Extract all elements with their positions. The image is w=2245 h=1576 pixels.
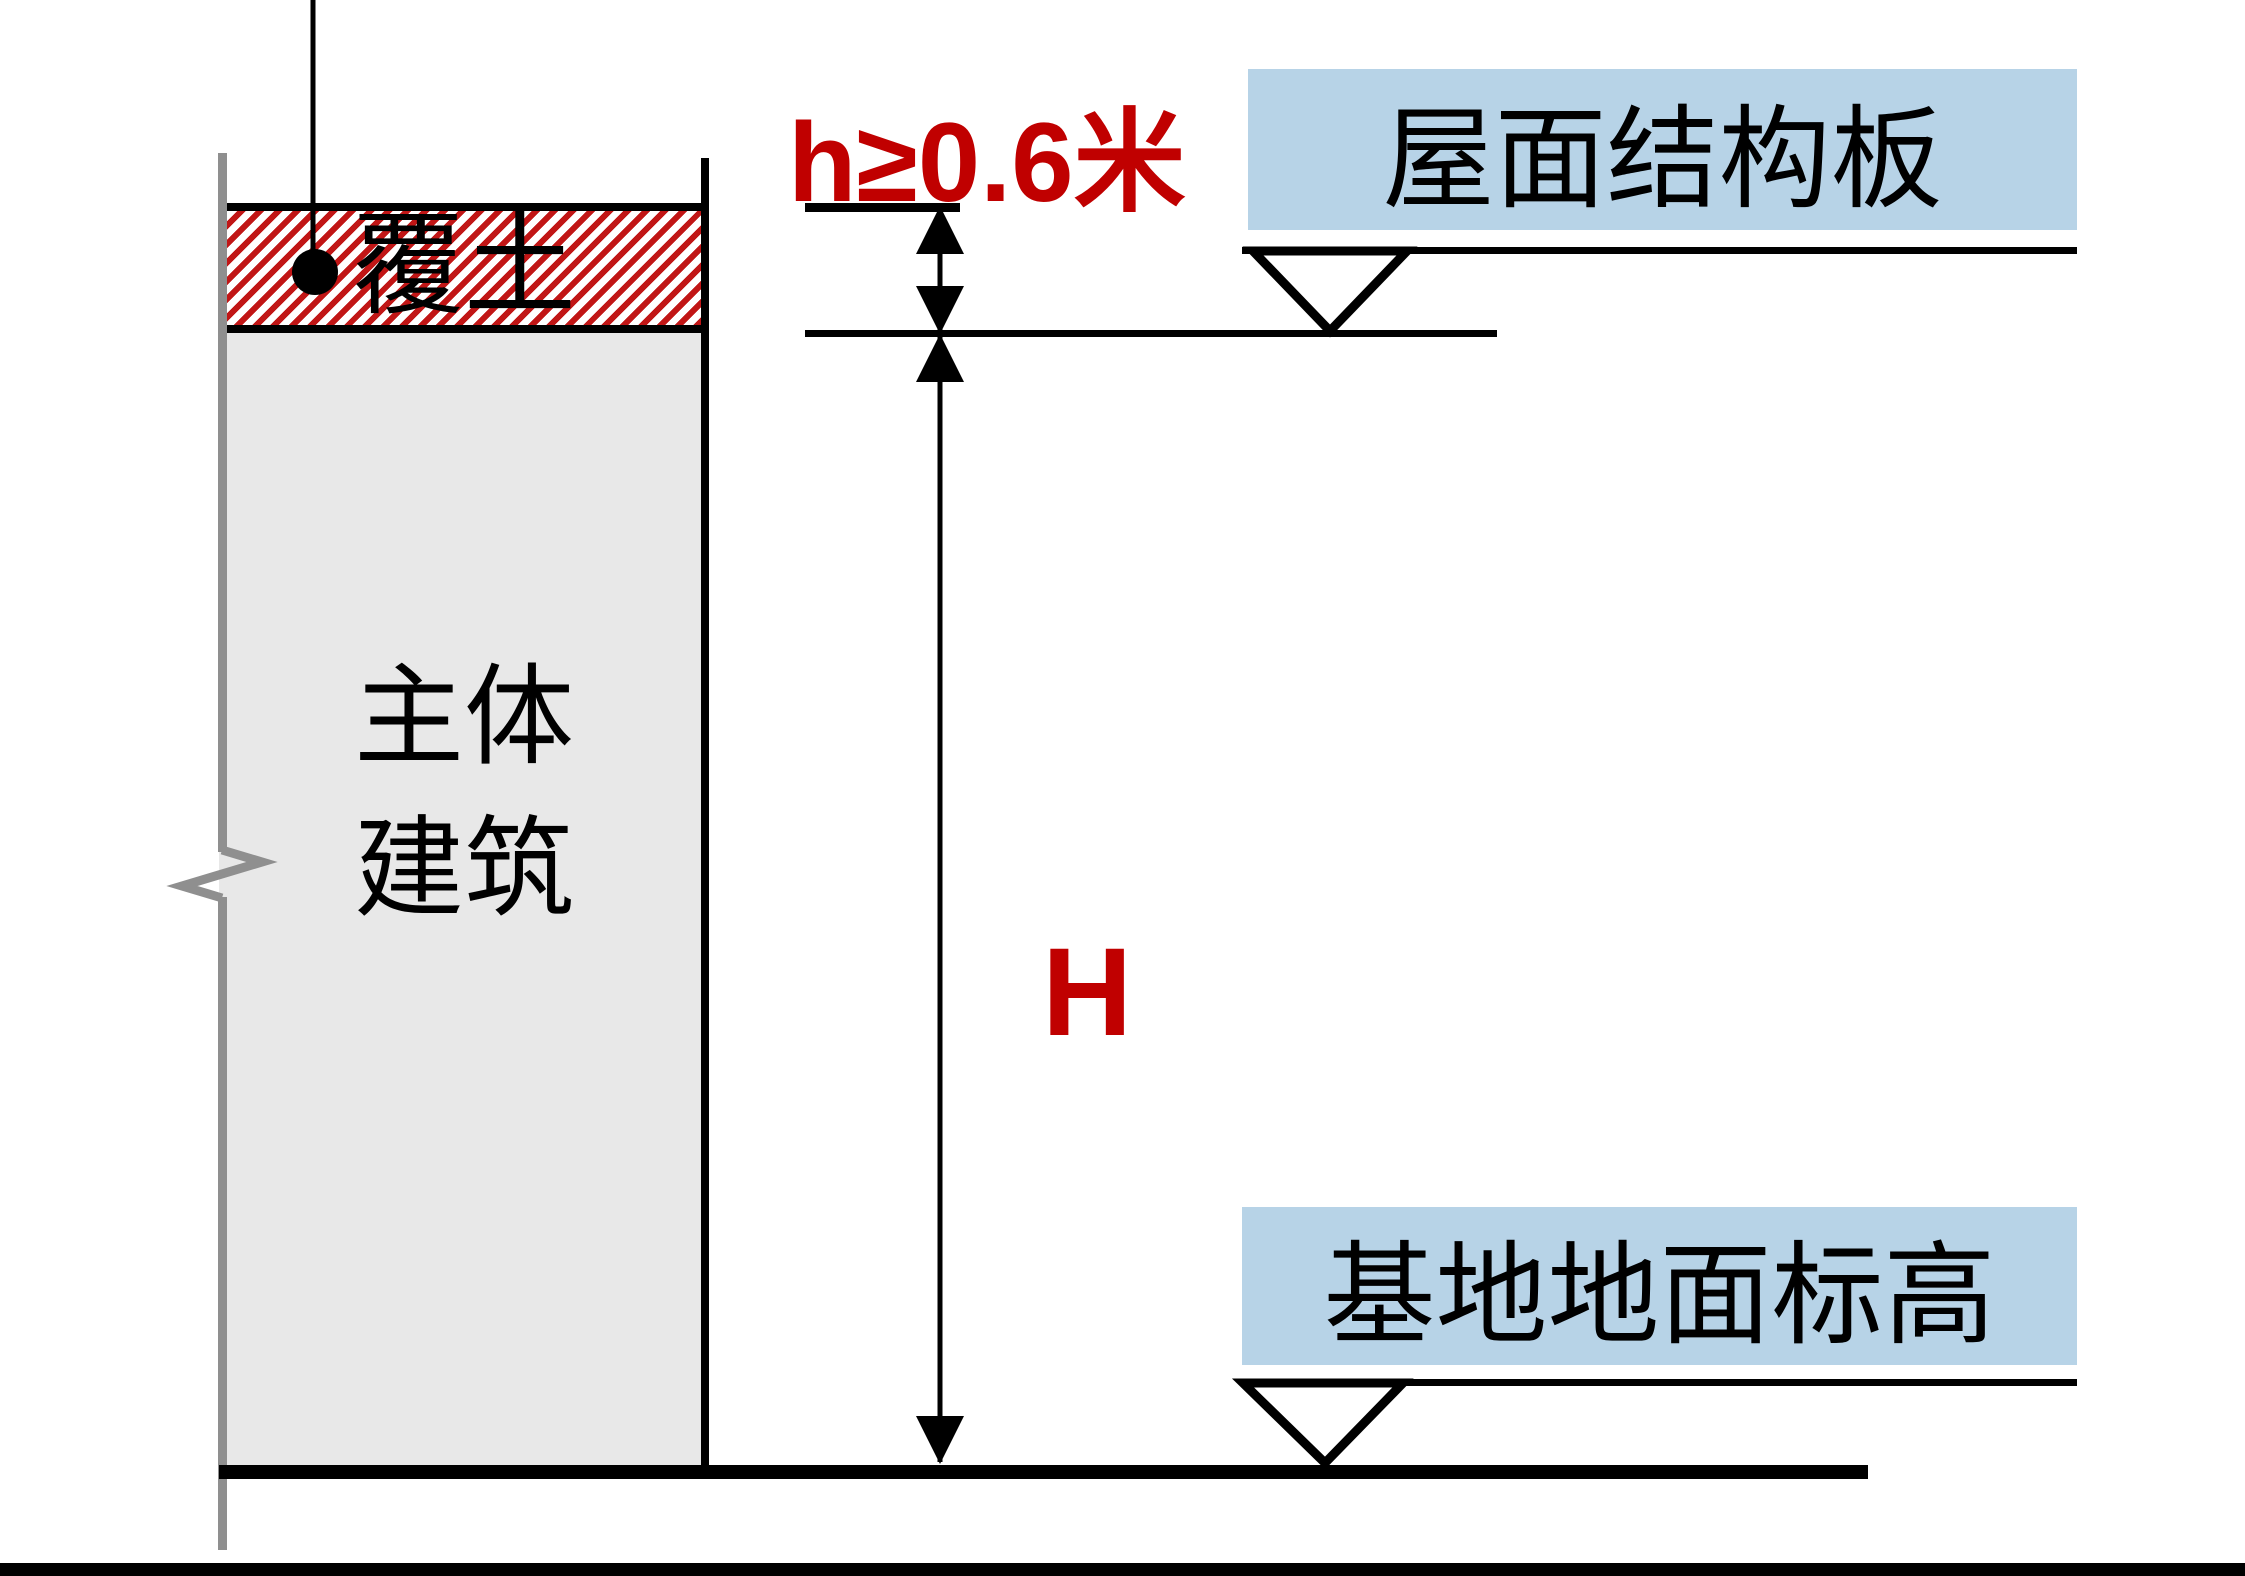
h-dimension-arrow-down-icon (916, 286, 964, 334)
roof-elevation-triangle-icon (1242, 246, 1418, 338)
building-right-edge-line (701, 158, 709, 1465)
soil-top-tick-line (805, 203, 960, 212)
main-building-label: 主体 建筑 (229, 642, 699, 946)
roof-slab-level-line (805, 330, 1497, 337)
main-building-label-line1: 主体 (354, 656, 574, 779)
soil-thickness-dimension-label: h≥0.6米 (788, 100, 1186, 225)
main-building-label-line2: 建筑 (354, 808, 574, 931)
break-line-icon (166, 845, 278, 903)
ground-line (219, 1465, 1868, 1479)
main-building-block (219, 333, 709, 1465)
ground-elevation-triangle-icon (1231, 1378, 1414, 1470)
leader-dot-icon (292, 249, 338, 295)
bottom-border-bar (0, 1563, 2245, 1576)
H-dimension-arrow-up-icon (916, 334, 964, 382)
building-height-dimension-label: H (1042, 923, 1133, 1062)
ground-callout-underline (1242, 1379, 2077, 1386)
break-line-upper-segment (218, 153, 227, 852)
soil-cover-label: 覆土 (352, 203, 576, 328)
H-dimension-arrow-down-icon (916, 1416, 964, 1464)
roof-callout-underline (1242, 247, 2077, 254)
roof-slab-callout: 屋面结构板 (1248, 69, 2077, 230)
break-line-lower-segment (218, 897, 227, 1550)
site-ground-elevation-callout: 基地地面标高 (1242, 1207, 2077, 1365)
h-dimension-arrow-up-icon (916, 206, 964, 254)
